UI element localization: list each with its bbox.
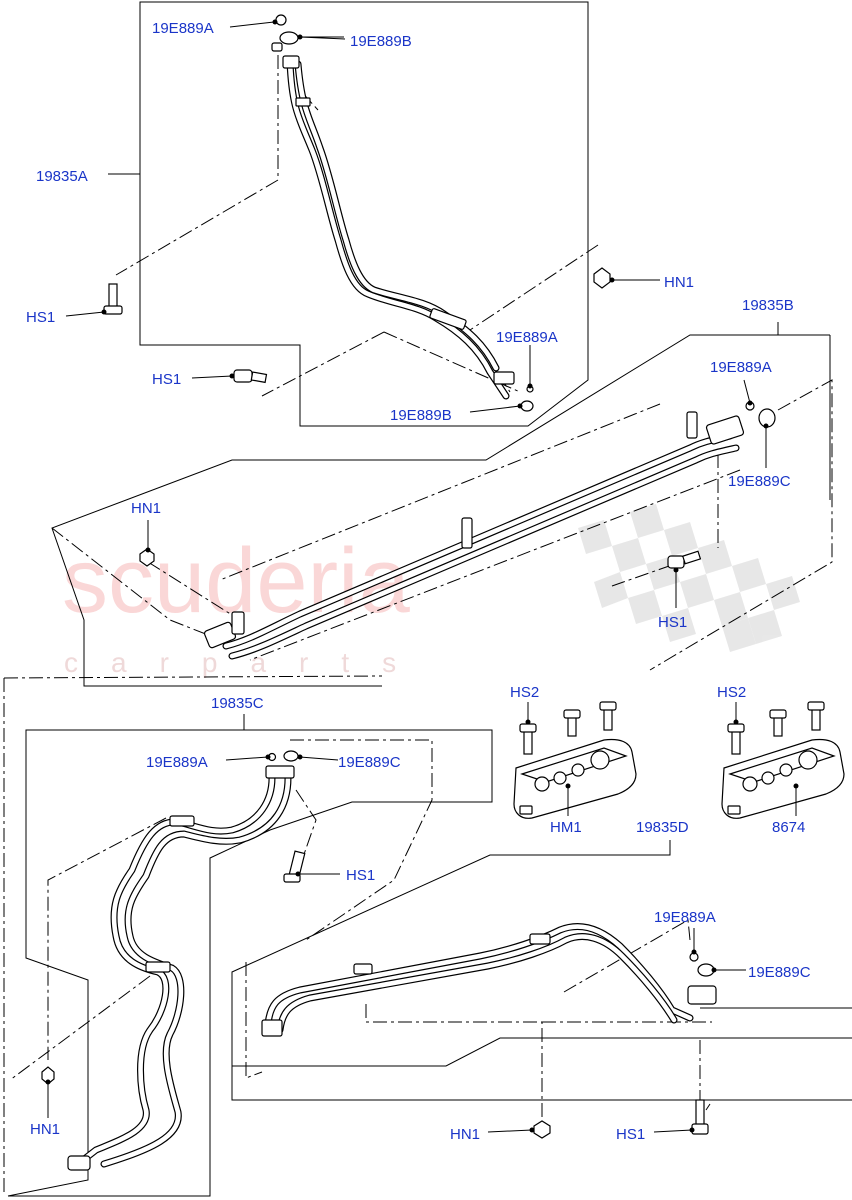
bolt-hs2-icon — [599, 701, 617, 731]
section-b-parts — [139, 401, 776, 569]
section-c-parts — [41, 750, 306, 1085]
bolt-hs1-icon — [691, 1099, 709, 1135]
section-c-lines — [3, 675, 493, 1197]
callout-19e889c[interactable]: 19E889C — [338, 754, 401, 771]
section-a-parts — [103, 14, 611, 412]
pipe-19835c — [67, 765, 295, 1171]
bolt-hs2-icon — [563, 709, 581, 737]
callout-hs1[interactable]: HS1 — [658, 614, 687, 631]
callout-19e889b[interactable]: 19E889B — [390, 407, 452, 424]
module-8674 — [721, 738, 845, 819]
bolt-hs2-icon — [519, 723, 537, 755]
callout-19e889a[interactable]: 19E889A — [146, 754, 208, 771]
watermark-subtext: carparts — [64, 647, 429, 678]
pipe-end-fitting — [687, 985, 717, 1005]
module-bolts — [519, 701, 825, 755]
nut-hn1-icon — [593, 267, 611, 289]
callout-hn1[interactable]: HN1 — [664, 274, 694, 291]
bolt-hs2-icon — [769, 709, 787, 737]
pipe-bracket — [169, 815, 195, 827]
section-b-lines — [51, 322, 833, 687]
callout-19e889a[interactable]: 19E889A — [496, 329, 558, 346]
bolt-hs1-icon — [233, 369, 268, 384]
section-b-leaders — [145, 379, 769, 608]
pipe-bracket — [686, 411, 698, 439]
pipe-end-fitting — [265, 765, 295, 779]
callout-hs2[interactable]: HS2 — [717, 684, 746, 701]
o-ring-19e889c-icon — [283, 750, 299, 762]
callout-hs1[interactable]: HS1 — [26, 309, 55, 326]
pipe-end-fitting — [493, 371, 515, 385]
bolt-hs1-icon — [103, 283, 123, 315]
callout-hs1[interactable]: HS1 — [616, 1126, 645, 1143]
nut-hn1-icon — [533, 1120, 551, 1139]
watermark: scuderia carparts — [62, 504, 800, 678]
section-c-leaders — [45, 754, 340, 1118]
bolt-hs2-icon — [807, 701, 825, 731]
pipe-bracket — [529, 933, 551, 945]
callout-hn1[interactable]: HN1 — [30, 1121, 60, 1138]
nut-hn1-icon — [41, 1066, 55, 1085]
callout-hm1[interactable]: HM1 — [550, 819, 582, 836]
module-hm1 — [513, 738, 637, 819]
section-a-lines — [108, 1, 599, 427]
o-ring-fitting — [271, 42, 283, 52]
callout-8674[interactable]: 8674 — [772, 819, 805, 836]
callout-19e889c[interactable]: 19E889C — [748, 964, 811, 981]
section-d-leaders — [487, 928, 746, 1133]
section-d-lines — [231, 840, 852, 1124]
bolt-hs2-icon — [727, 723, 745, 755]
callout-19835a[interactable]: 19835A — [36, 168, 88, 185]
o-ring-19e889a-icon — [275, 14, 287, 26]
pipe-bracket — [353, 963, 373, 975]
callout-hs2[interactable]: HS2 — [510, 684, 539, 701]
module-leaders — [525, 702, 799, 816]
callout-hn1[interactable]: HN1 — [131, 500, 161, 517]
bolt-hs1-icon — [283, 850, 306, 883]
callout-19e889a[interactable]: 19E889A — [152, 20, 214, 37]
pipe-19835a — [271, 42, 515, 400]
pipe-bracket — [145, 961, 171, 973]
pipe-end-fitting — [705, 415, 745, 445]
pipe-clip — [295, 97, 311, 107]
pipe-bracket — [461, 517, 473, 549]
pipe-end-fitting — [282, 55, 300, 69]
pipe-bracket — [429, 308, 467, 330]
pipe-bracket — [231, 611, 245, 635]
callout-19835c[interactable]: 19835C — [211, 695, 264, 712]
callout-19e889a[interactable]: 19E889A — [654, 909, 716, 926]
section-d-parts — [533, 952, 715, 1139]
pipe-end-fitting — [67, 1155, 91, 1171]
callout-19e889c[interactable]: 19E889C — [728, 473, 791, 490]
callout-hs1[interactable]: HS1 — [346, 867, 375, 884]
section-a-leaders — [65, 19, 660, 413]
pipe-19835d — [261, 923, 717, 1037]
callout-19e889a[interactable]: 19E889A — [710, 359, 772, 376]
callout-19e889b[interactable]: 19E889B — [350, 33, 412, 50]
callout-19835d[interactable]: 19835D — [636, 819, 689, 836]
checkered-flag-icon — [578, 504, 800, 652]
callout-labels: 19E889A 19E889B 19835A HS1 HS1 HN1 19E88… — [26, 20, 811, 1143]
callout-hs1[interactable]: HS1 — [152, 371, 181, 388]
callout-hn1[interactable]: HN1 — [450, 1126, 480, 1143]
pipe-19835b — [203, 411, 745, 660]
o-ring-19e889b-icon — [279, 31, 299, 45]
o-ring-19e889b-icon — [520, 400, 534, 412]
pipe-end-fitting — [261, 1019, 283, 1037]
callout-19835b[interactable]: 19835B — [742, 297, 794, 314]
